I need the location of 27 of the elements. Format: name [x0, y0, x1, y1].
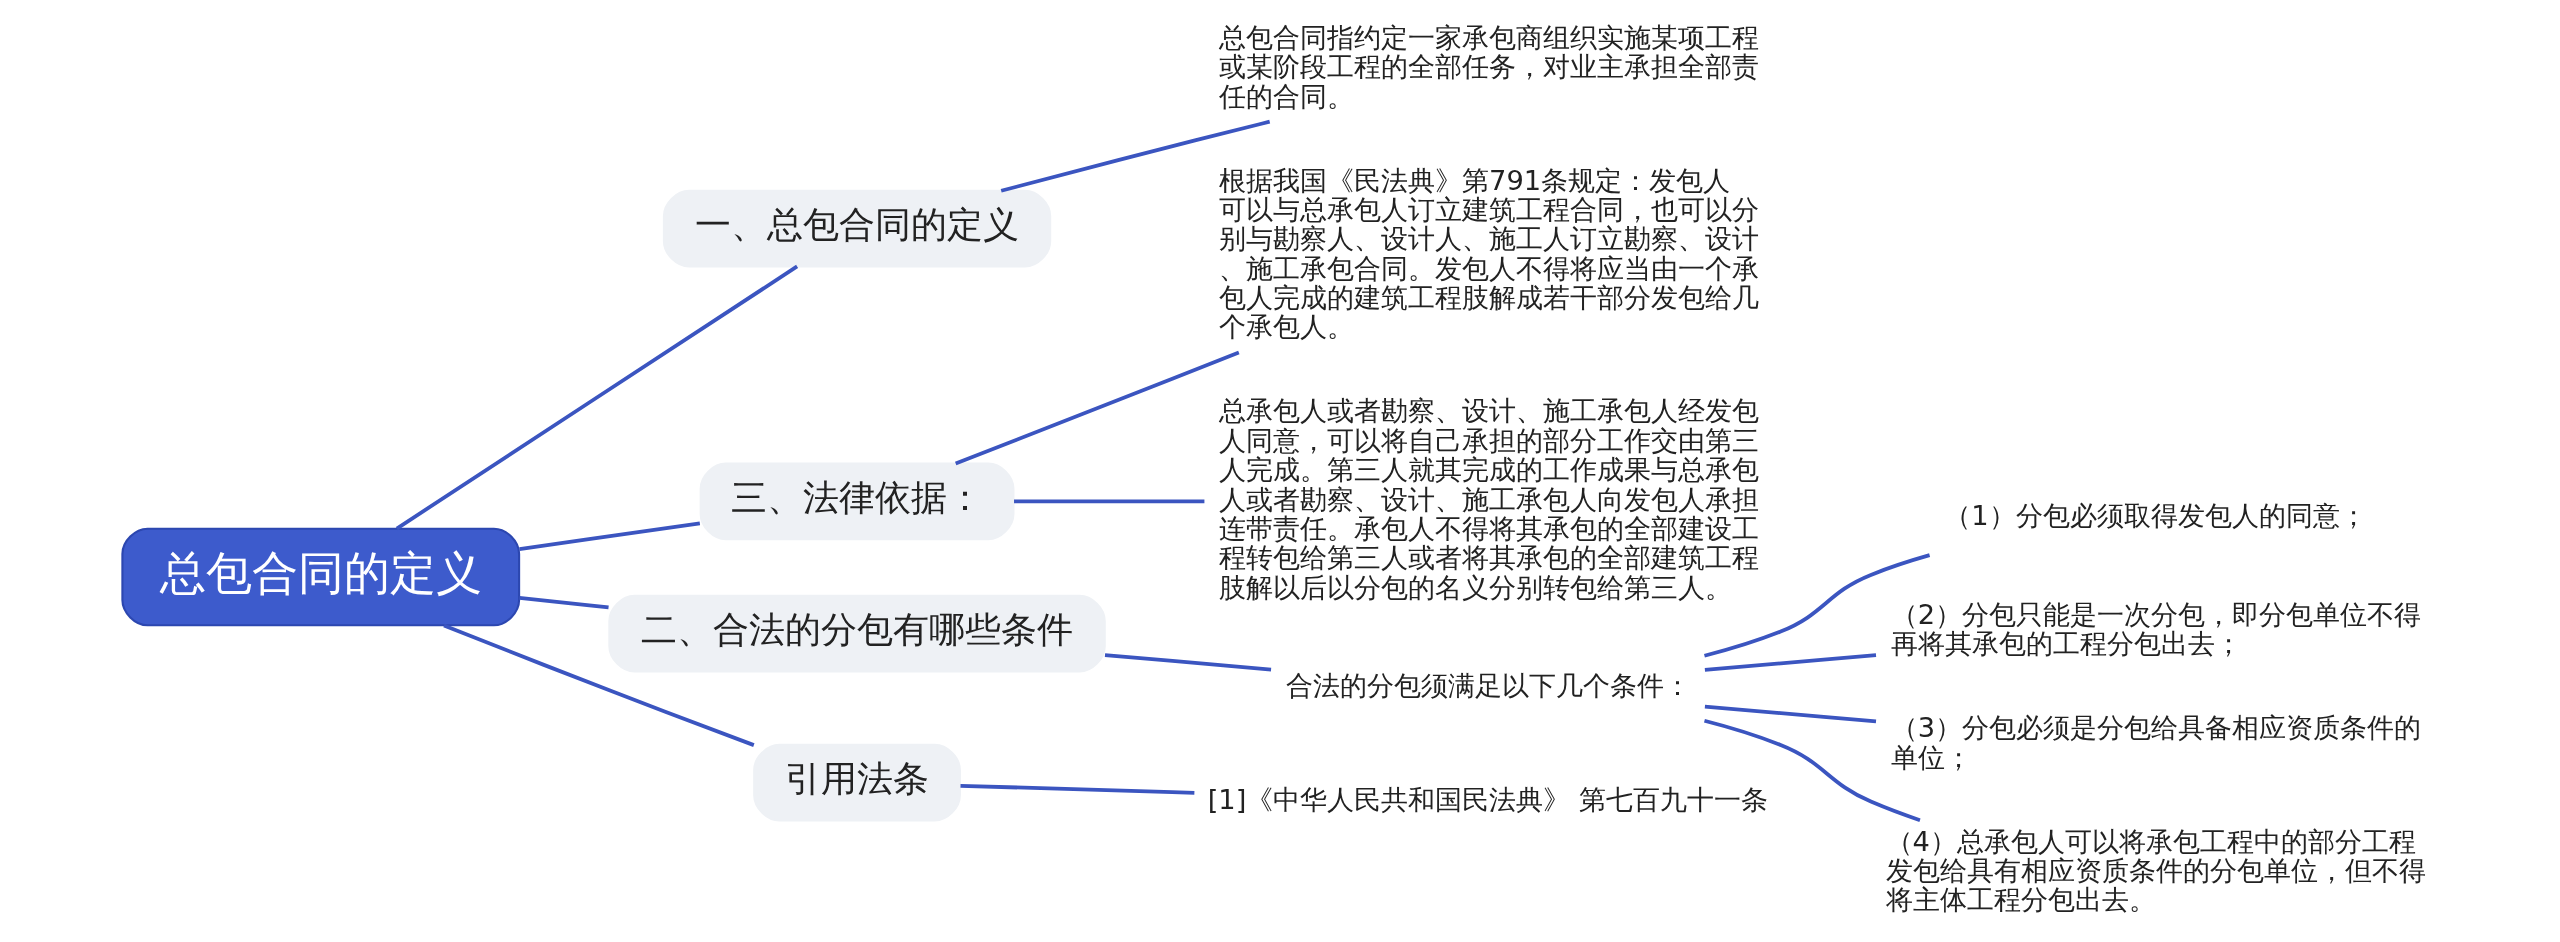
node-text: （2）分包只能是一次分包，即分包单位不得再将其承包的工程分包出去； [1890, 599, 2422, 660]
connector [519, 596, 609, 610]
connector [1704, 704, 1877, 724]
node-text: （1）分包必须取得发包人的同意； [1944, 500, 2367, 532]
connector [960, 783, 1195, 795]
connector [519, 521, 701, 551]
node-text: （3）分包必须是分包给具备相应资质条件的单位； [1890, 712, 2422, 773]
node-text: 总包合同指约定一家承包商组织实施某项工程或某阶段工程的全部任务，对业主承担全部责任的合同。 [1219, 21, 1760, 112]
node-box: 一、总包合同的定义 [662, 189, 1052, 268]
node-text: 总承包人或者勘察、设计、施工承包人经发包人同意，可以将自己承担的部分工作交由第三人完成。第三人就其完成的工作成果与总承包人或者勘察、设计、施工承包人向发包人承担连带责任。承包人不得将其承包的全部建设工程转包给第三人或者将其承包的全部建筑工程肢解以后以分包的名义分别转包给第三人。 [1219, 395, 1760, 603]
connector [955, 350, 1240, 466]
connector [443, 623, 755, 747]
connector [1704, 553, 1931, 658]
connector [1000, 119, 1271, 193]
node-box: 总包合同的定义 [121, 527, 521, 627]
node-text: 根据我国《民法典》第791条规定：发包人可以与总承包人订立建筑工程合同，也可以分别与勘察人、设计人、施工人订立勘察、设计、施工承包合同。发包人不得将应当由一个承包人完成的建筑工程肢解成若干部分发包给几个承包人。 [1219, 164, 1760, 343]
connector [1104, 653, 1272, 672]
connector [1704, 653, 1877, 672]
node-box: 引用法条 [753, 743, 961, 822]
node-text: 合法的分包须满足以下几个条件： [1286, 670, 1692, 702]
node-text: （4）总承包人可以将承包工程中的部分工程发包给具有相应资质条件的分包单位，但不得将主体工程分包出去。 [1885, 825, 2426, 916]
node-box: 三、法律依据： [699, 462, 1015, 541]
connector [395, 264, 799, 531]
connector [1014, 499, 1205, 504]
connector [1704, 718, 1921, 823]
node-text: [1]《中华人民共和国民法典》 第七百九十一条 [1207, 783, 1768, 815]
node-box: 二、合法的分包有哪些条件 [608, 594, 1106, 673]
